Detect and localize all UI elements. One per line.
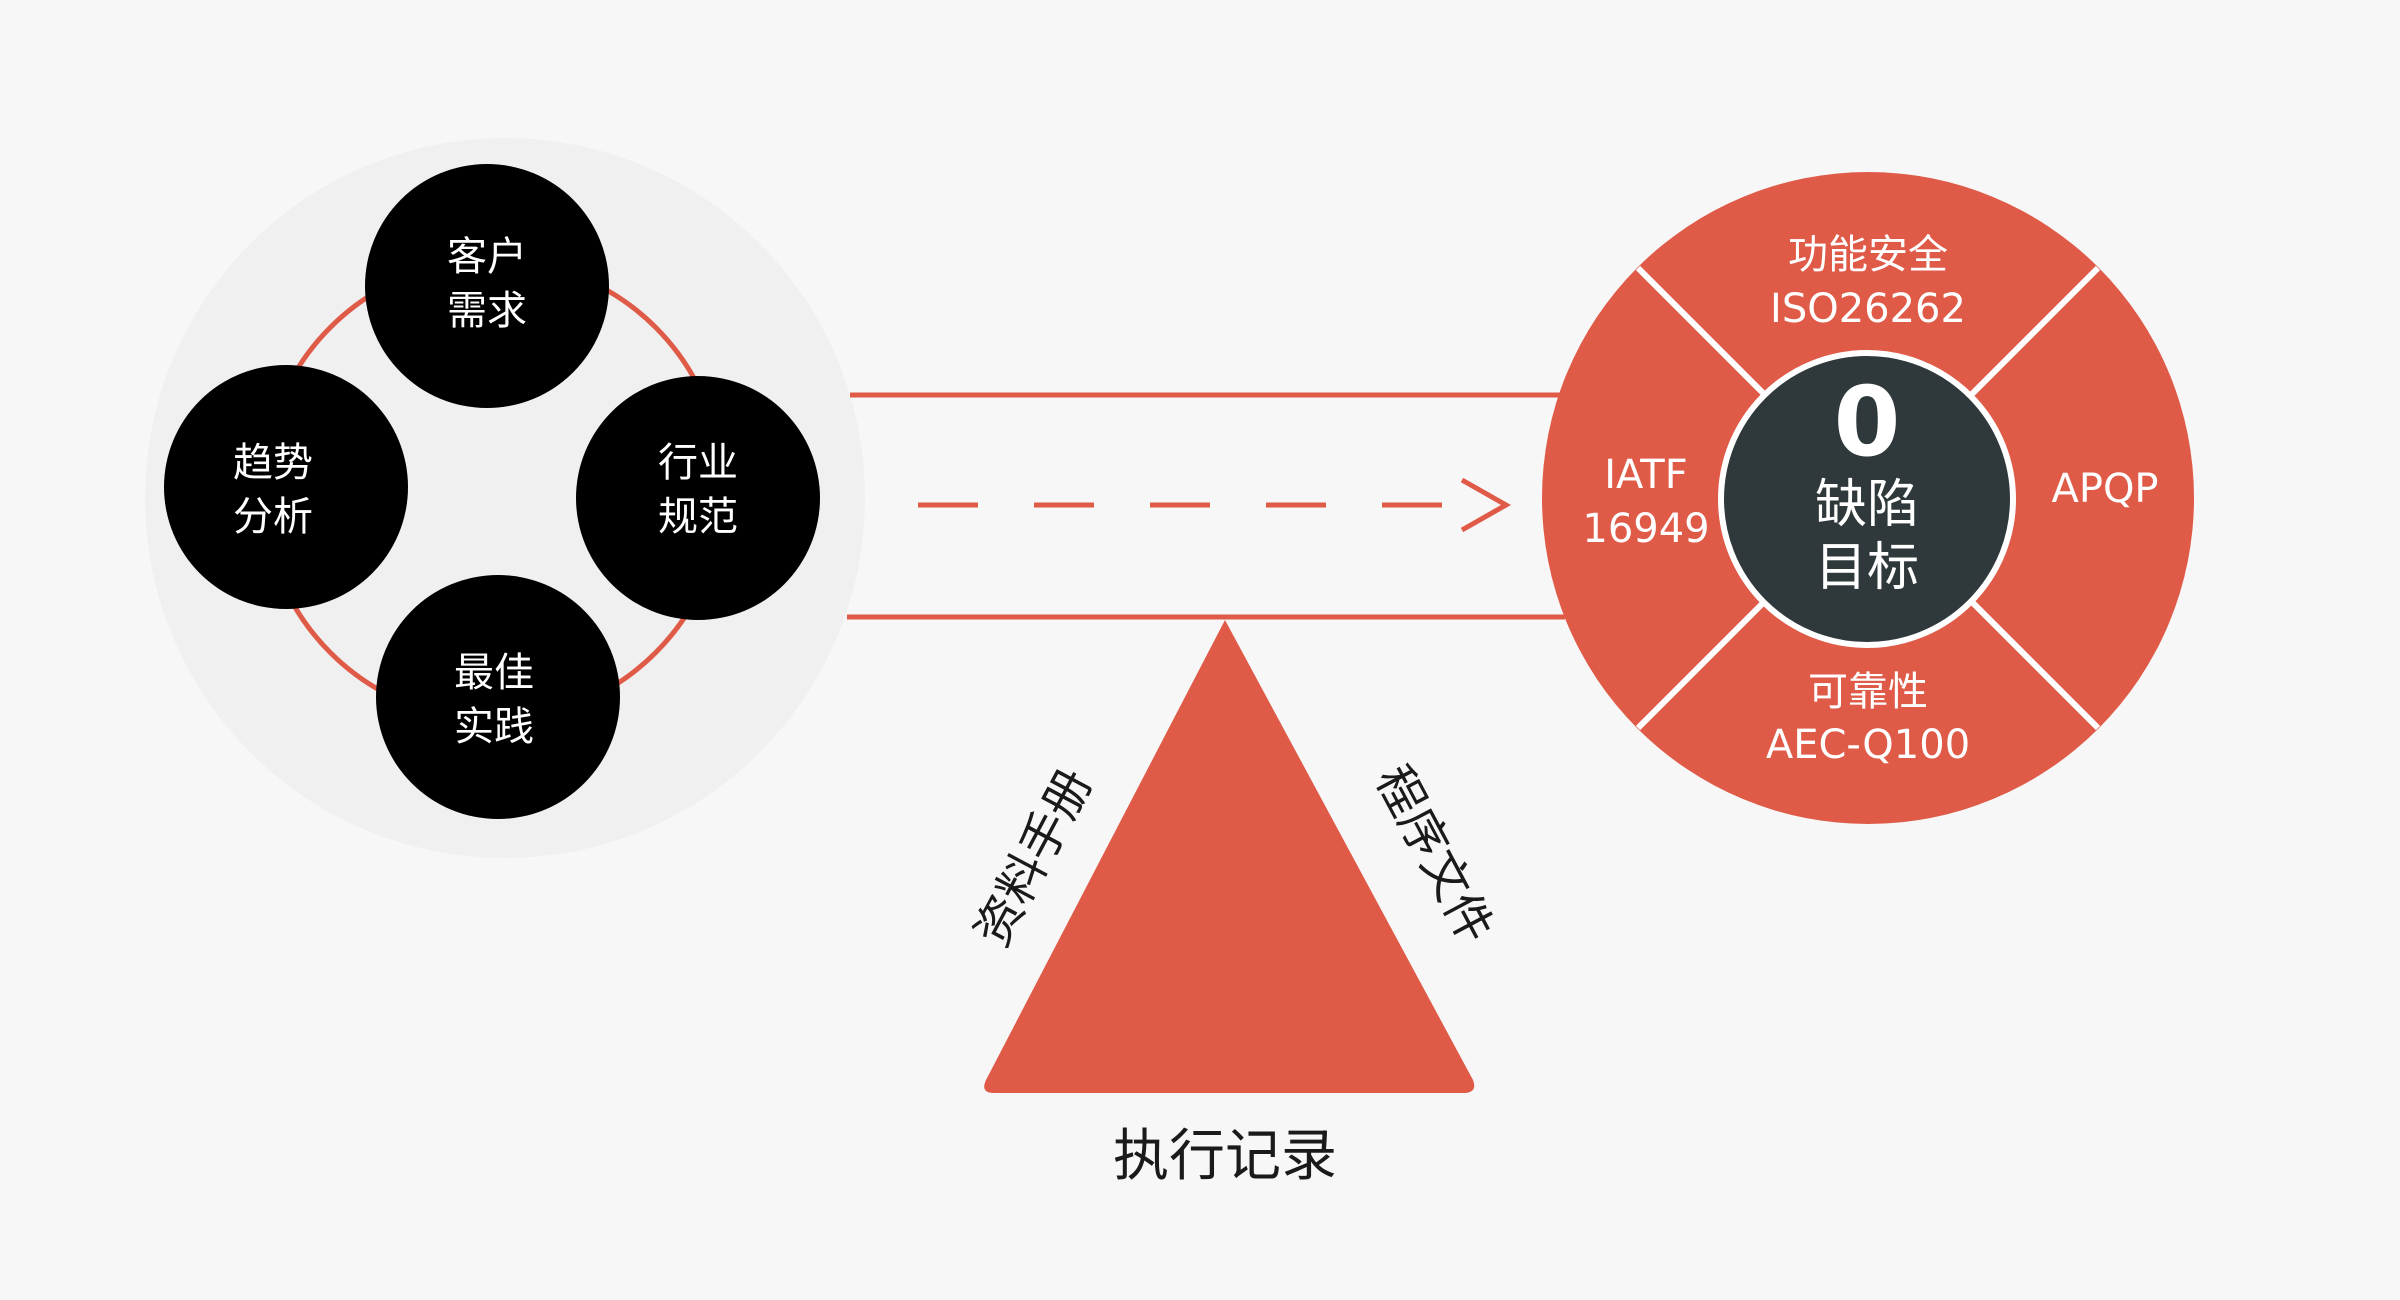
input-node [376, 575, 620, 819]
dashed-arrow [918, 477, 1512, 533]
top-segment-label: 功能安全 [1788, 232, 1948, 278]
triangle [984, 620, 1475, 1093]
wheel-center [1718, 350, 2016, 648]
cluster-halo [145, 138, 865, 858]
input-node [164, 365, 408, 609]
input-customer-needs: 客户 需求 [365, 164, 609, 408]
base-label: 执行记录 [1113, 1124, 1337, 1189]
bottom-segment-label: AEC-Q100 [1766, 722, 1970, 768]
center-number: 0 [1834, 366, 1901, 478]
input-node [576, 376, 820, 620]
input-trend-analysis: 趋势 分析 [164, 365, 408, 609]
input-label: 实践 [454, 704, 534, 750]
left-segment-label: IATF [1604, 452, 1688, 498]
input-label: 趋势 [233, 440, 313, 486]
arrow-head-icon [1460, 477, 1512, 533]
inputs-cluster: 客户 需求 趋势 分析 行业 规范 最佳 实践 [145, 138, 865, 858]
input-label: 客户 [447, 234, 527, 280]
center-label: 目标 [1815, 538, 1919, 598]
input-label: 行业 [658, 440, 738, 486]
input-label: 最佳 [454, 650, 534, 696]
input-best-practices: 最佳 实践 [376, 575, 620, 819]
input-industry-standards: 行业 规范 [576, 376, 820, 620]
center-label: 缺陷 [1815, 475, 1919, 535]
input-node [365, 164, 609, 408]
left-segment-label: 16949 [1582, 506, 1709, 552]
right-segment-label: APQP [2051, 466, 2158, 512]
top-segment-label: ISO26262 [1770, 286, 1966, 332]
input-label: 分析 [233, 494, 313, 540]
input-label: 规范 [658, 494, 738, 540]
input-label: 需求 [447, 288, 527, 334]
bottom-segment-label: 可靠性 [1808, 669, 1928, 715]
target-wheel: 0 缺陷 目标 功能安全 ISO26262 APQP 可靠性 AEC-Q100 … [1542, 172, 2194, 824]
